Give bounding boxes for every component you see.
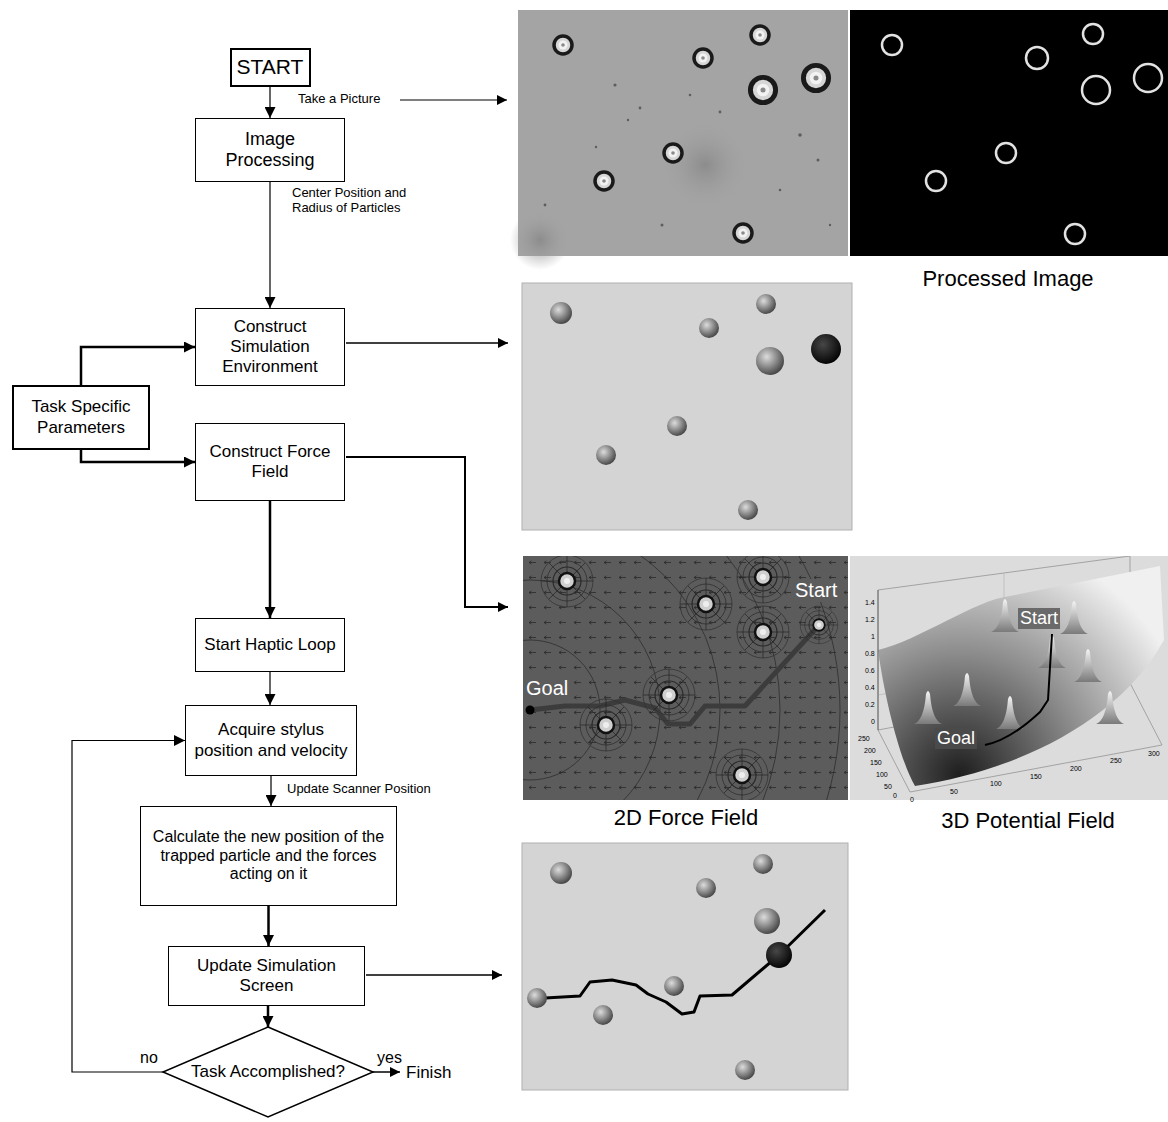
axis-tick: 150 xyxy=(1030,773,1042,781)
node-text: Start Haptic Loop xyxy=(204,635,335,655)
axis-tick: 150 xyxy=(870,759,882,767)
node-text: Construct Force Field xyxy=(201,442,339,482)
plot-label: Goal xyxy=(935,728,977,749)
axis-tick: 0.6 xyxy=(865,667,875,675)
leader-arrows xyxy=(346,100,508,1072)
start-box: START xyxy=(230,48,311,87)
axis-tick: 250 xyxy=(1110,757,1122,765)
process-box: Start Haptic Loop xyxy=(195,618,345,672)
axis-tick: 0.2 xyxy=(865,701,875,709)
axis-tick: 0 xyxy=(871,718,875,726)
decision-diamond: Task Accomplished? xyxy=(163,1027,373,1117)
branch-label: yes xyxy=(377,1049,402,1067)
node-text: Task Accomplished? xyxy=(191,1062,345,1082)
process-box: Construct Simulation Environment xyxy=(195,308,345,386)
flow-arrow xyxy=(269,501,272,618)
panel-caption: 3D Potential Field xyxy=(941,808,1115,833)
axis-tick: 0.8 xyxy=(865,650,875,658)
terminal-label: Finish xyxy=(406,1063,451,1083)
node-text: Acquire stylus position and velocity xyxy=(192,720,350,760)
axis-tick: 1.4 xyxy=(865,599,875,607)
node-text: Task Specific Parameters xyxy=(19,397,143,437)
edge-label: Center Position and Radius of Particles xyxy=(292,186,442,216)
edge-label: no xyxy=(140,1049,158,1067)
callout-label: Take a Picture xyxy=(298,92,380,107)
plot-label: Goal xyxy=(524,677,570,700)
flow-arrow xyxy=(269,182,270,308)
processed-image xyxy=(850,10,1168,256)
parameter-box: Task Specific Parameters xyxy=(12,385,150,450)
edge-label: Update Scanner Position xyxy=(287,782,431,797)
flow-arrow xyxy=(267,906,270,946)
potential-field-plot xyxy=(850,556,1168,800)
axis-tick: 1 xyxy=(871,633,875,641)
axis-tick: 0 xyxy=(910,796,914,804)
node-text: Construct Simulation Environment xyxy=(201,317,339,377)
process-box: Update Simulation Screen xyxy=(168,946,365,1006)
force-field-plot xyxy=(523,556,848,800)
microscope-photo xyxy=(510,10,848,270)
process-box: Construct Force Field xyxy=(195,423,345,501)
axis-tick: 50 xyxy=(950,788,958,796)
node-text: START xyxy=(237,55,304,80)
node-text: Calculate the new position of the trappe… xyxy=(147,828,390,885)
flow-arrow xyxy=(270,776,271,806)
flow-arrow xyxy=(269,672,270,705)
axis-tick: 0.4 xyxy=(865,684,875,692)
plot-label: Start xyxy=(793,579,839,602)
process-box: Calculate the new position of the trappe… xyxy=(140,806,397,906)
node-text: Update Simulation Screen xyxy=(175,956,358,996)
simulation-result xyxy=(522,843,848,1090)
flow-arrow xyxy=(267,1006,270,1027)
axis-tick: 100 xyxy=(876,771,888,779)
axis-tick: 250 xyxy=(858,735,870,743)
plot-label: Start xyxy=(1018,608,1060,629)
simulation-environment xyxy=(522,283,852,530)
axis-tick: 100 xyxy=(990,780,1002,788)
process-box: Acquire stylus position and velocity xyxy=(185,705,357,776)
flow-arrow xyxy=(72,741,185,1073)
axis-tick: 200 xyxy=(864,747,876,755)
panel-caption: Processed Image xyxy=(922,266,1093,291)
diamond-shape xyxy=(163,1027,373,1117)
flow-arrow xyxy=(81,347,195,385)
flow-arrow xyxy=(81,450,195,462)
process-box: Image Processing xyxy=(195,118,345,182)
axis-tick: 1.2 xyxy=(865,616,875,624)
axis-tick: 200 xyxy=(1070,765,1082,773)
axis-tick: 300 xyxy=(1148,750,1160,758)
flow-arrow xyxy=(269,87,270,119)
panel-caption: 2D Force Field xyxy=(614,805,758,830)
node-text: Image Processing xyxy=(203,129,337,171)
axis-tick: 0 xyxy=(893,792,897,800)
axis-tick: 50 xyxy=(884,783,892,791)
